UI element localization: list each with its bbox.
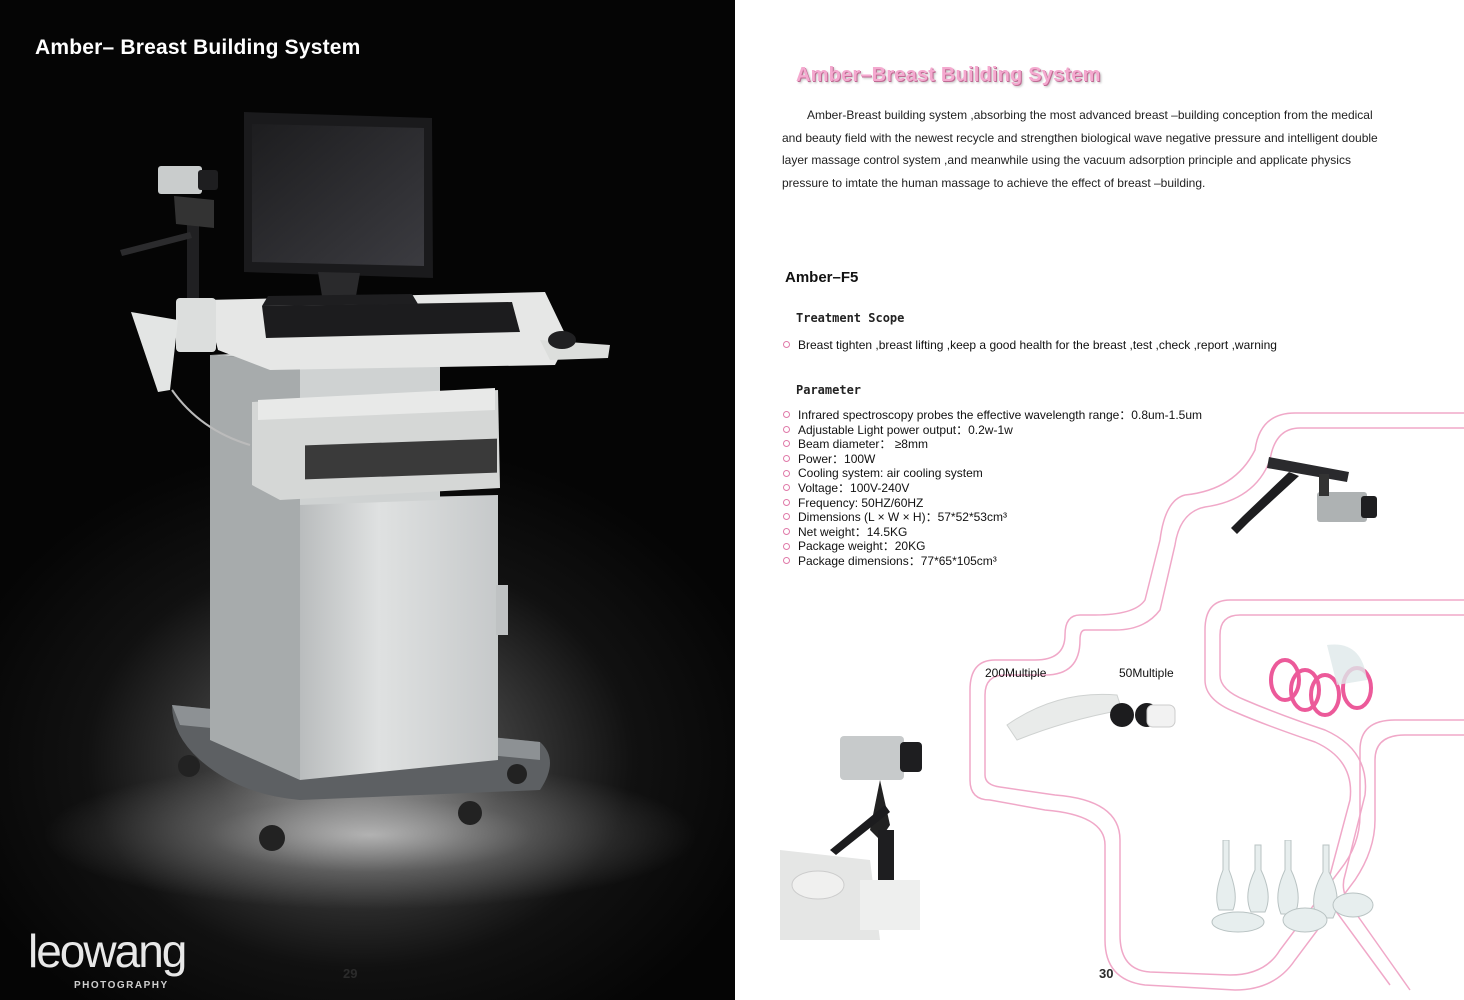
- bullet-icon: [783, 498, 790, 506]
- main-title: Amber–Breast Building System: [796, 64, 1101, 86]
- bullet-icon: [783, 557, 790, 565]
- pink-outline-decoration: [969, 412, 1464, 991]
- brand-logo: leowang: [28, 925, 187, 977]
- left-page-title: Amber– Breast Building System: [35, 36, 361, 59]
- bullet-icon: [783, 469, 790, 477]
- list-item: Frequency: 50HZ/60HZ: [783, 496, 1202, 511]
- list-item: Power：100W: [783, 452, 1202, 467]
- right-page: Amber–Breast Building System Amber-Breas…: [735, 0, 1464, 1000]
- list-item: Beam diameter： ≥8mm: [783, 437, 1202, 452]
- bullet-icon: [783, 411, 790, 419]
- bullet-icon: [783, 542, 790, 550]
- camera-tripod-photo: [780, 736, 922, 940]
- bullet-icon: [783, 484, 790, 492]
- glass-cups-photo: [1211, 840, 1374, 933]
- list-item: Package weight：20KG: [783, 539, 1202, 554]
- label-50-multiple: 50Multiple: [1119, 666, 1174, 680]
- model-name: Amber–F5: [785, 269, 859, 286]
- intro-paragraph: Amber-Breast building system ,absorbing …: [782, 108, 1378, 190]
- list-item: Net weight：14.5KG: [783, 525, 1202, 540]
- parameter-heading: Parameter: [796, 383, 862, 397]
- page-number-left: 29: [343, 966, 358, 981]
- bullet-icon: [783, 440, 790, 448]
- machine-trolley-photo: [120, 112, 610, 851]
- bullet-icon: [783, 528, 790, 536]
- bullet-icon: [783, 425, 790, 433]
- list-item: Package dimensions：77*65*105cm³: [783, 554, 1202, 569]
- label-200-multiple: 200Multiple: [985, 666, 1047, 680]
- list-item: Voltage：100V-240V: [783, 481, 1202, 496]
- left-page: Amber– Breast Building System leowang PH…: [0, 0, 735, 1000]
- list-item: Dimensions (L × W × H)：57*52*53cm³: [783, 510, 1202, 525]
- treatment-scope-heading: Treatment Scope: [796, 311, 905, 325]
- list-item: Adjustable Light power output：0.2w-1w: [783, 423, 1202, 438]
- brand-subtitle: PHOTOGRAPHY: [74, 980, 169, 991]
- bullet-icon: [783, 455, 790, 463]
- magnifier-lens-photo: [1006, 693, 1176, 741]
- parameter-list: Infrared spectroscopy probes the effecti…: [783, 408, 1202, 569]
- treatment-scope-list: Breast tighten ,breast lifting ,keep a g…: [783, 337, 1277, 353]
- breast-cups-photo: [1269, 644, 1373, 717]
- page-number-right: 30: [1099, 966, 1114, 981]
- list-item: Breast tighten ,breast lifting ,keep a g…: [783, 337, 1277, 353]
- list-item: Infrared spectroscopy probes the effecti…: [783, 408, 1202, 423]
- probe-camera-photo: [1231, 457, 1377, 534]
- list-item: Cooling system: air cooling system: [783, 466, 1202, 481]
- bullet-icon: [783, 341, 790, 348]
- bullet-icon: [783, 513, 790, 521]
